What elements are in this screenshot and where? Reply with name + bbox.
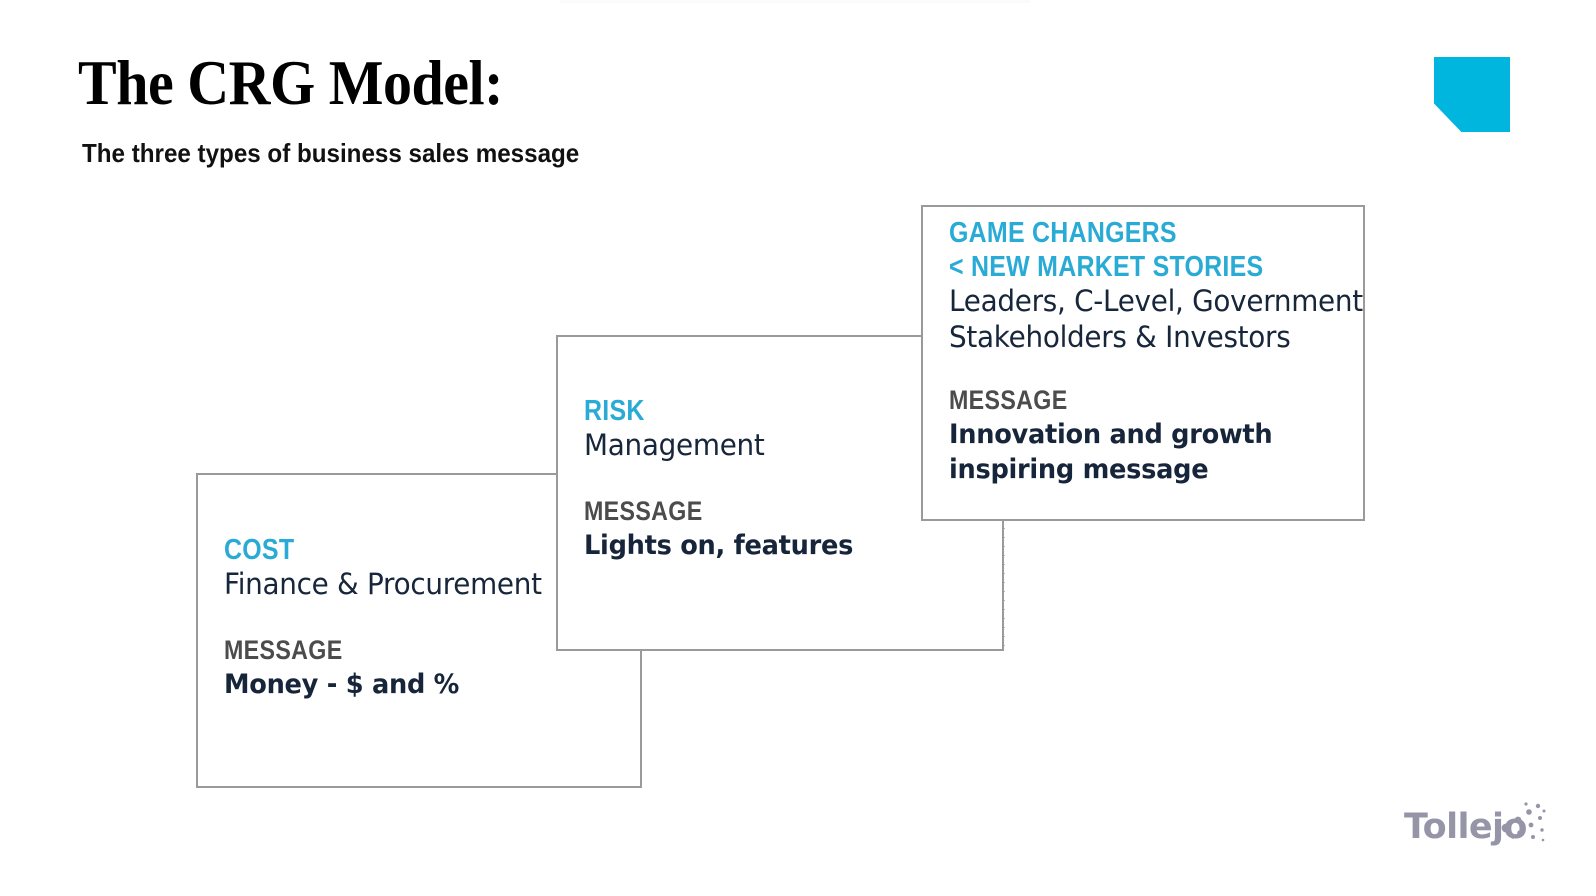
dot-scatter-icon xyxy=(1501,802,1546,846)
top-hairline-decoration xyxy=(560,0,1030,3)
callout-kicker-cost: COST xyxy=(224,534,295,566)
callout-subline-game-changers-line2: Stakeholders & Investors xyxy=(949,319,1291,354)
callout-message-body-risk: Lights on, features xyxy=(584,530,854,562)
callout-content-game-changers: GAME CHANGERS < NEW MARKET STORIES Leade… xyxy=(949,216,1363,487)
page-title: The CRG Model: xyxy=(78,48,504,118)
callout-message-body-game-changers-line1: Innovation and growth xyxy=(949,418,1273,450)
callout-message-label-game-changers: MESSAGE xyxy=(949,384,1068,415)
callout-kicker-risk: RISK xyxy=(584,395,645,427)
callout-kicker-game-changers-line2: < NEW MARKET STORIES xyxy=(949,251,1264,284)
callout-content-cost: COST Finance & Procurement MESSAGE Money… xyxy=(224,533,632,702)
callout-message-body-game-changers-line2: inspiring message xyxy=(949,454,1209,486)
callout-subline-cost: Finance & Procurement xyxy=(224,567,542,602)
brand-logo: Tollejo xyxy=(1404,802,1546,860)
page-subtitle: The three types of business sales messag… xyxy=(82,138,580,168)
callout-subline-game-changers-line1: Leaders, C-Level, Government xyxy=(949,284,1363,319)
callout-message-label-risk: MESSAGE xyxy=(584,496,703,527)
callout-message-label-cost: MESSAGE xyxy=(224,635,343,666)
callout-box-game-changers[interactable]: GAME CHANGERS < NEW MARKET STORIES Leade… xyxy=(921,205,1365,521)
callout-kicker-game-changers-line1: GAME CHANGERS xyxy=(949,217,1177,249)
callout-message-body-cost: Money - $ and % xyxy=(224,669,460,701)
cyan-corner-mark-icon xyxy=(1434,57,1510,132)
callout-subline-risk: Management xyxy=(584,428,765,463)
callout-content-risk: RISK Management MESSAGE Lights on, featu… xyxy=(584,394,994,563)
